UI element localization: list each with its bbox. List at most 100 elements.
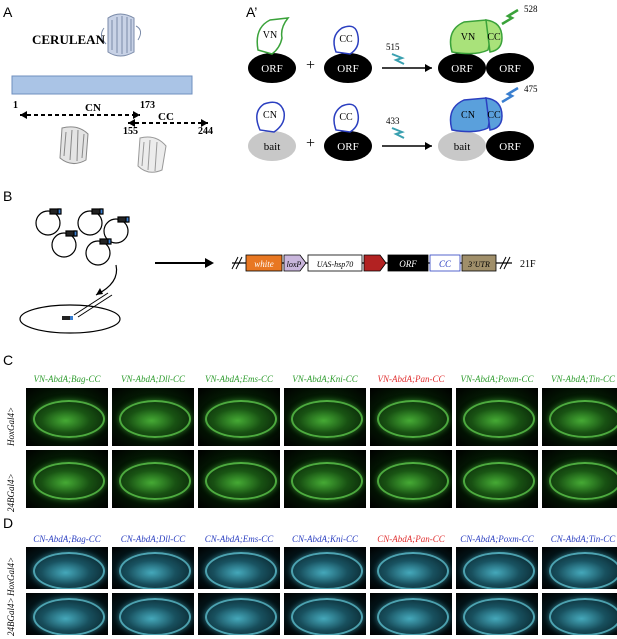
excitation-433: 433 <box>386 116 400 126</box>
cc-start: 155 <box>123 126 138 137</box>
injection-needle <box>73 292 109 316</box>
micrograph <box>26 547 108 589</box>
micrograph <box>370 547 452 589</box>
micrograph <box>542 547 617 589</box>
micrograph <box>542 593 617 635</box>
row-label: HoxGal4> <box>6 406 16 446</box>
cc-fragment <box>333 25 360 55</box>
panel-c-column-labels: VN-AbdA;Bag-CC VN-AbdA;Dll-CC VN-AbdA;Em… <box>26 374 617 384</box>
panel-c-row-1 <box>26 388 617 446</box>
svg-text:3’UTR: 3’UTR <box>467 260 490 269</box>
emission-528: 528 <box>524 4 538 14</box>
micrograph <box>370 450 452 508</box>
white-gene-box <box>245 254 283 272</box>
column-label: CN-AbdA;Bag-CC <box>33 534 101 544</box>
tag-box <box>363 254 387 272</box>
cc-box <box>429 254 461 272</box>
panel-c-row-2 <box>26 450 617 508</box>
micrograph <box>26 450 108 508</box>
locus-label: 21F <box>520 259 536 270</box>
micrograph <box>284 593 366 635</box>
svg-text:ORF: ORF <box>499 141 520 153</box>
micrograph <box>26 388 108 446</box>
protein-bar <box>11 75 193 95</box>
cn-label: CN <box>263 110 277 121</box>
column-label: CN-AbdA;Kni-CC <box>291 534 358 544</box>
panel-label-b: B <box>3 188 13 204</box>
column-label: VN-AbdA;Tin-CC <box>550 374 615 384</box>
svg-text:ORF: ORF <box>337 63 358 75</box>
plasmid-group <box>35 208 130 266</box>
svg-text:ORF: ORF <box>337 141 358 153</box>
panel-d-column-labels: CN-AbdA;Bag-CC CN-AbdA;Dll-CC CN-AbdA;Em… <box>26 534 617 544</box>
column-label: CN-AbdA;Ems-CC <box>204 534 274 544</box>
panel-d-row-2 <box>26 593 617 635</box>
svg-text:CC: CC <box>439 259 452 269</box>
svg-text:white: white <box>254 259 274 269</box>
svg-text:CN: CN <box>461 110 475 121</box>
cerulean-structure-icon <box>100 13 142 57</box>
svg-text:loxP: loxP <box>287 260 302 269</box>
micrograph <box>198 593 280 635</box>
orf-label: ORF <box>261 63 282 75</box>
light-bolt-icon <box>391 127 405 139</box>
plus-sign: + <box>306 57 315 74</box>
panel-label-a: A <box>3 4 13 20</box>
panel-a-prime-diagram: ORF VN + ORF CC 515 ORF ORF VN CC 528 ba… <box>248 4 538 161</box>
svg-text:ORF: ORF <box>399 259 417 269</box>
panel-label-d: D <box>3 515 14 531</box>
utr-box <box>461 254 497 272</box>
micrograph <box>198 547 280 589</box>
svg-text:UAS-hsp70: UAS-hsp70 <box>317 260 353 269</box>
svg-text:ORF: ORF <box>499 63 520 75</box>
micrograph <box>284 547 366 589</box>
cn-label: CN <box>85 102 101 114</box>
panel-d-row-1 <box>26 547 617 589</box>
micrograph <box>284 388 366 446</box>
cc-label: CC <box>339 34 353 45</box>
micrograph <box>456 450 538 508</box>
svg-text:+: + <box>306 135 315 152</box>
svg-text:ORF: ORF <box>451 63 472 75</box>
column-label: VN-AbdA;Bag-CC <box>33 374 101 384</box>
svg-text:bait: bait <box>454 141 471 153</box>
cc-end: 244 <box>198 126 213 137</box>
micrograph <box>26 593 108 635</box>
bait-ellipse <box>248 131 296 161</box>
orf-ellipse <box>248 53 296 83</box>
light-bolt-icon <box>391 53 405 65</box>
column-label: CN-AbdA;Pan-CC <box>377 534 445 544</box>
svg-text:VN: VN <box>461 32 475 43</box>
vn-label: VN <box>263 30 277 41</box>
micrograph <box>370 593 452 635</box>
micrograph <box>370 388 452 446</box>
column-label: CN-AbdA;Tin-CC <box>550 534 616 544</box>
column-label: CN-AbdA;Dll-CC <box>120 534 186 544</box>
panel-label-c: C <box>3 352 14 368</box>
cc-label: CC <box>158 111 174 123</box>
emission-bolt-icon <box>501 86 519 104</box>
column-label: CN-AbdA;Poxm-CC <box>460 534 534 544</box>
bait-label: bait <box>264 141 281 153</box>
svg-text:CC: CC <box>487 32 501 43</box>
panel-a-diagram: CERULEAN 1 CN 173 155 CC 244 <box>11 13 213 173</box>
orf-box <box>387 254 429 272</box>
column-label: VN-AbdA;Pan-CC <box>377 374 445 384</box>
svg-text:CC: CC <box>339 112 353 123</box>
micrograph <box>198 450 280 508</box>
micrograph <box>456 593 538 635</box>
panel-label-a-prime: A’ <box>246 4 258 20</box>
cn-start: 1 <box>13 100 18 111</box>
micrograph <box>456 388 538 446</box>
uas-hsp70-box <box>307 254 363 272</box>
micrograph <box>542 388 617 446</box>
loxp-box <box>283 254 307 272</box>
micrograph <box>112 547 194 589</box>
protein-name: CERULEAN <box>32 32 106 47</box>
column-label: VN-AbdA;Dll-CC <box>121 374 185 384</box>
micrograph <box>284 450 366 508</box>
panel-b-diagram: white loxP UAS-hsp70 ORF CC 3’UTR 21F <box>19 208 536 334</box>
cc-fragment-icon <box>137 136 167 173</box>
column-label: VN-AbdA;Poxm-CC <box>460 374 534 384</box>
cn-fragment-icon <box>59 126 89 164</box>
